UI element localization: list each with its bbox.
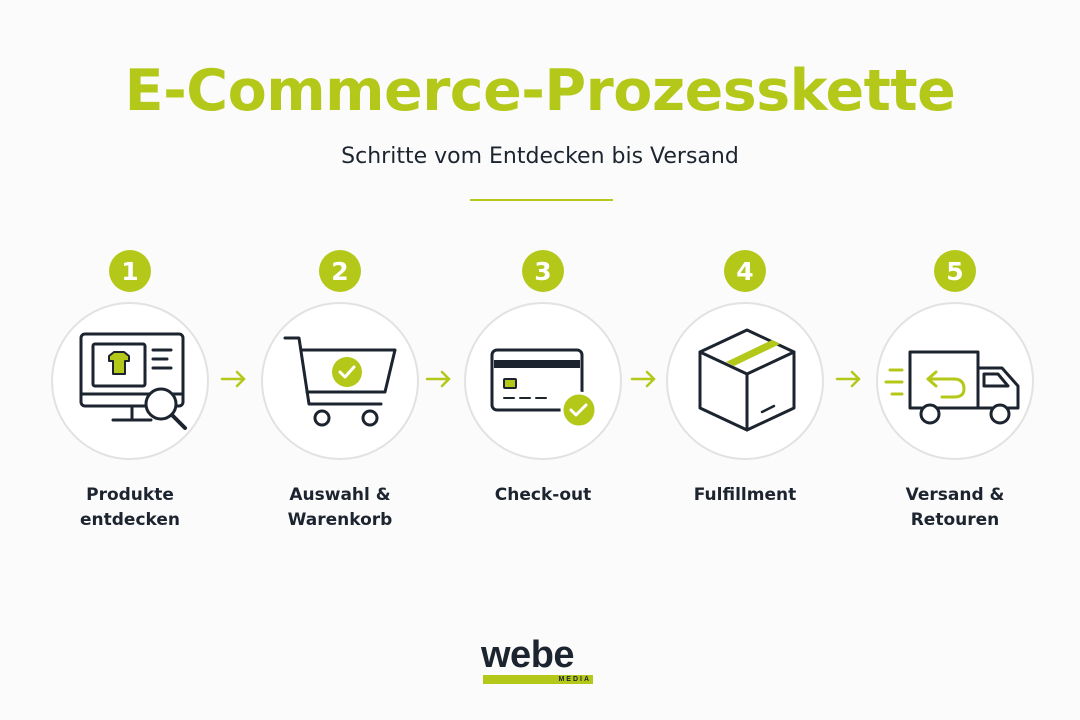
package-box-icon — [698, 328, 796, 432]
webe-media-logo: webe MEDIA — [481, 634, 595, 686]
page-title: E-Commerce-Prozesskette — [124, 58, 956, 124]
step-number-badge: 3 — [522, 250, 564, 292]
shopping-cart-check-icon — [283, 336, 397, 427]
delivery-truck-return-icon — [884, 350, 1020, 425]
step-label: Fulfillment — [693, 485, 797, 505]
step-icon-circle — [51, 302, 209, 460]
step-label: Versand & Retouren — [905, 485, 1005, 530]
logo-accent-bar — [483, 675, 593, 684]
step-label: Check-out — [494, 485, 592, 505]
title-divider — [470, 199, 613, 201]
step-icon-circle — [464, 302, 622, 460]
arrow-right-icon — [630, 370, 656, 388]
credit-card-check-icon — [490, 348, 598, 429]
arrow-right-icon — [835, 370, 861, 388]
monitor-search-icon — [79, 332, 187, 430]
step-icon-circle — [876, 302, 1034, 460]
step-icon-circle — [666, 302, 824, 460]
arrow-right-icon — [220, 370, 246, 388]
logo-wordmark: webe — [481, 634, 575, 676]
step-number-badge: 1 — [109, 250, 151, 292]
step-number-badge: 4 — [724, 250, 766, 292]
step-label: Auswahl & Warenkorb — [287, 485, 393, 530]
arrow-right-icon — [425, 370, 451, 388]
step-icon-circle — [261, 302, 419, 460]
step-label: Produkte entdecken — [79, 485, 181, 530]
logo-subtitle: MEDIA — [558, 676, 591, 683]
step-number-badge: 2 — [319, 250, 361, 292]
step-number-badge: 5 — [934, 250, 976, 292]
page-subtitle: Schritte vom Entdecken bis Versand — [341, 144, 739, 169]
